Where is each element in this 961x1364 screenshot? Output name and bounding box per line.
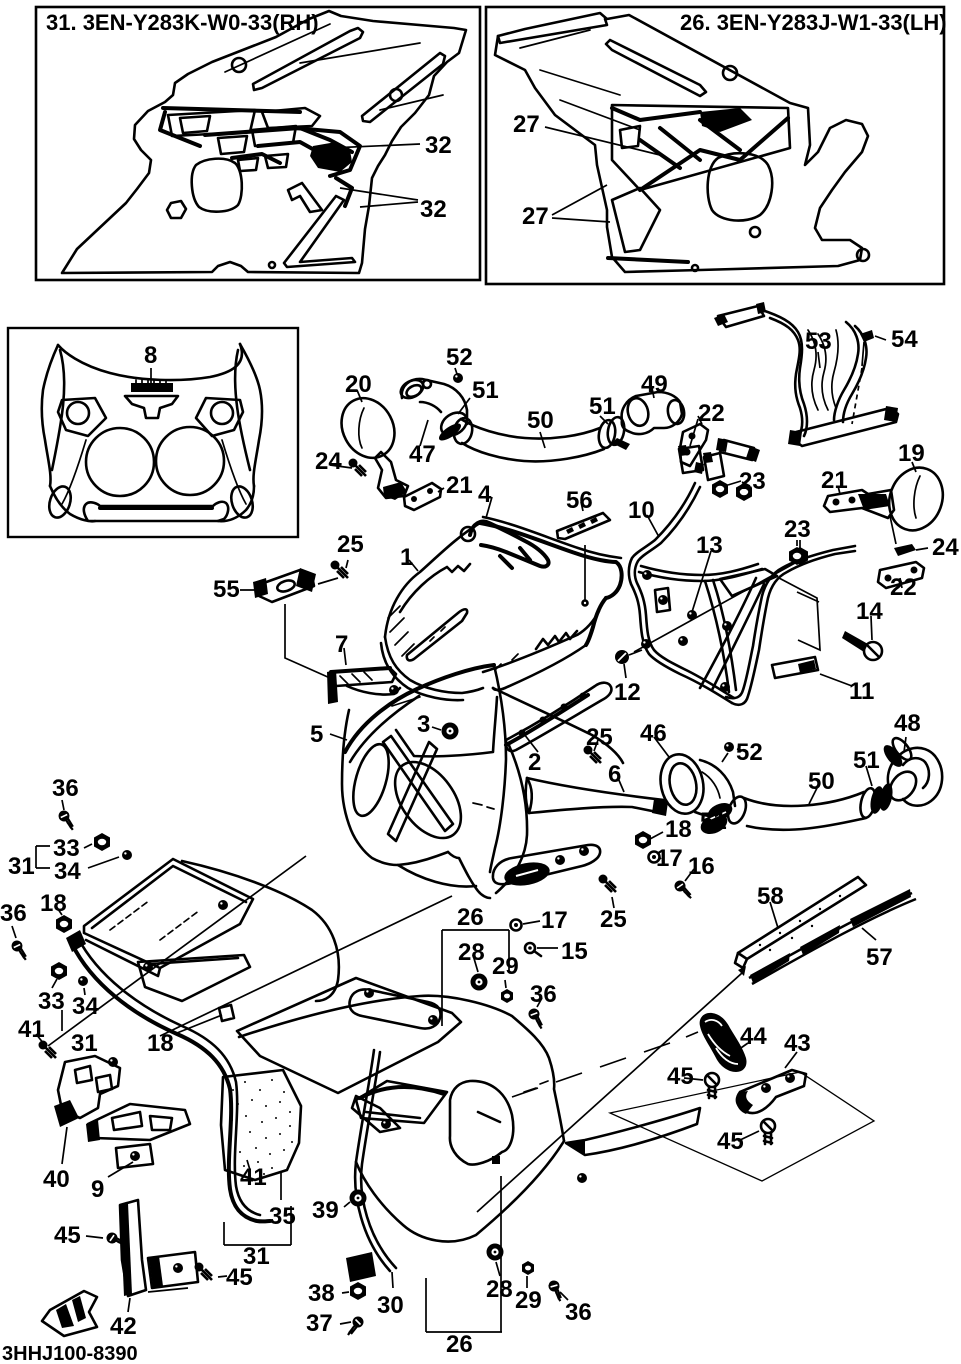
svg-text:51: 51 (472, 377, 499, 404)
svg-text:52: 52 (446, 344, 473, 371)
svg-text:32: 32 (425, 132, 452, 159)
svg-text:22: 22 (698, 400, 725, 427)
svg-text:28: 28 (486, 1276, 513, 1303)
svg-text:30: 30 (377, 1292, 404, 1319)
svg-text:31: 31 (71, 1030, 98, 1057)
svg-text:42: 42 (110, 1313, 137, 1340)
svg-text:26: 26 (446, 1331, 473, 1358)
svg-text:41: 41 (240, 1164, 267, 1191)
svg-text:43: 43 (784, 1030, 811, 1057)
svg-text:10: 10 (628, 497, 655, 524)
svg-text:45: 45 (667, 1063, 694, 1090)
svg-text:44: 44 (740, 1023, 767, 1050)
svg-text:7: 7 (335, 631, 348, 658)
svg-text:25: 25 (337, 531, 364, 558)
svg-text:15: 15 (561, 938, 588, 965)
svg-text:39: 39 (312, 1197, 339, 1224)
svg-text:3: 3 (417, 711, 430, 738)
svg-text:46: 46 (640, 720, 667, 747)
svg-text:13: 13 (696, 532, 723, 559)
svg-text:34: 34 (72, 993, 99, 1020)
svg-text:33: 33 (38, 988, 65, 1015)
svg-text:29: 29 (515, 1287, 542, 1314)
svg-text:11: 11 (849, 678, 874, 705)
svg-text:51: 51 (589, 393, 616, 420)
svg-text:26. 3EN-Y283J-W1-33(LH): 26. 3EN-Y283J-W1-33(LH) (680, 10, 947, 35)
svg-text:57: 57 (866, 944, 893, 971)
svg-text:18: 18 (40, 890, 67, 917)
svg-text:36: 36 (565, 1299, 592, 1326)
svg-text:49: 49 (641, 371, 668, 398)
svg-text:26: 26 (457, 904, 484, 931)
svg-text:27: 27 (522, 203, 549, 230)
svg-text:24: 24 (932, 534, 959, 561)
svg-text:1: 1 (400, 544, 413, 571)
svg-text:6: 6 (608, 761, 621, 788)
svg-text:21: 21 (446, 472, 473, 499)
svg-text:22: 22 (890, 574, 917, 601)
svg-text:14: 14 (856, 598, 883, 625)
svg-text:25: 25 (600, 906, 627, 933)
svg-text:36: 36 (0, 900, 27, 927)
svg-text:19: 19 (898, 440, 925, 467)
svg-text:24: 24 (315, 448, 342, 475)
svg-text:8: 8 (144, 342, 157, 369)
svg-text:47: 47 (409, 441, 436, 468)
svg-text:3HHJ100-8390: 3HHJ100-8390 (2, 1343, 138, 1364)
svg-text:27: 27 (513, 111, 540, 138)
svg-text:53: 53 (805, 328, 832, 355)
svg-text:56: 56 (566, 487, 593, 514)
svg-text:35: 35 (269, 1203, 296, 1230)
svg-text:51: 51 (853, 747, 880, 774)
svg-text:33: 33 (53, 835, 80, 862)
svg-text:40: 40 (43, 1166, 70, 1193)
svg-text:52: 52 (736, 739, 763, 766)
svg-text:31: 31 (243, 1243, 270, 1270)
svg-text:25: 25 (586, 724, 613, 751)
svg-text:16: 16 (688, 853, 715, 880)
svg-text:45: 45 (226, 1264, 253, 1291)
svg-text:29: 29 (492, 953, 519, 980)
svg-text:32: 32 (420, 196, 447, 223)
svg-text:12: 12 (614, 679, 641, 706)
svg-text:23: 23 (784, 516, 811, 543)
svg-text:5: 5 (310, 721, 323, 748)
svg-text:31. 3EN-Y283K-W0-33(RH): 31. 3EN-Y283K-W0-33(RH) (46, 10, 319, 35)
svg-text:17: 17 (656, 845, 683, 872)
svg-text:50: 50 (527, 407, 554, 434)
svg-text:18: 18 (665, 816, 692, 843)
svg-text:38: 38 (308, 1280, 335, 1307)
svg-text:23: 23 (739, 468, 766, 495)
svg-text:18: 18 (147, 1030, 174, 1057)
svg-text:48: 48 (894, 710, 921, 737)
svg-text:2: 2 (528, 749, 541, 776)
svg-text:54: 54 (891, 326, 918, 353)
svg-text:4: 4 (478, 481, 492, 508)
svg-text:31: 31 (8, 853, 35, 880)
svg-text:17: 17 (541, 907, 568, 934)
svg-text:50: 50 (808, 768, 835, 795)
svg-text:28: 28 (458, 939, 485, 966)
svg-text:9: 9 (91, 1176, 104, 1203)
svg-text:21: 21 (821, 467, 848, 494)
svg-text:55: 55 (213, 576, 240, 603)
svg-text:45: 45 (54, 1222, 81, 1249)
svg-text:36: 36 (530, 981, 557, 1008)
svg-text:51: 51 (700, 808, 727, 835)
svg-text:20: 20 (345, 371, 372, 398)
svg-text:58: 58 (757, 883, 784, 910)
svg-text:34: 34 (54, 858, 81, 885)
svg-text:36: 36 (52, 775, 79, 802)
svg-text:45: 45 (717, 1128, 744, 1155)
svg-text:41: 41 (18, 1016, 45, 1043)
svg-text:37: 37 (306, 1310, 333, 1337)
